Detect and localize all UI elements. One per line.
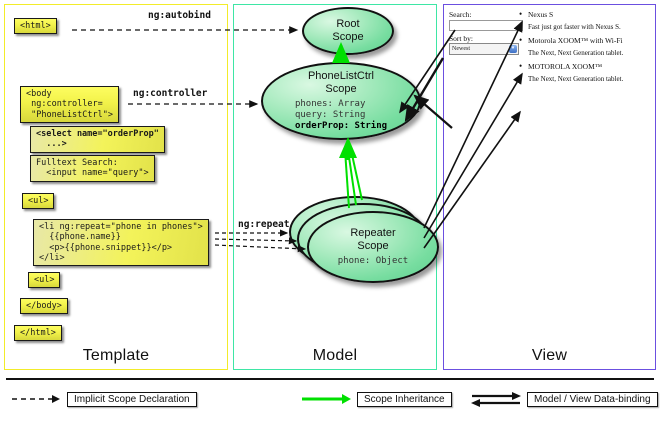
legend-item-inheritance: Scope Inheritance [300, 391, 452, 407]
column-model: Model [233, 4, 437, 370]
phone-snippet: The Next, Next Generation tablet. [528, 49, 624, 57]
template-box-body-close: </body> [20, 298, 68, 315]
phone-list: Nexus S Fast just got faster with Nexus … [519, 9, 651, 88]
scope-member: phone: Object [337, 256, 409, 267]
template-box-ul-close: <ul> [28, 272, 61, 289]
column-template-label: Template [82, 347, 150, 364]
sort-select[interactable]: Newest ▾ [449, 43, 519, 55]
edge-label-repeat: ng:repeat [238, 219, 290, 230]
template-box-body: <body ng:controller= "PhoneListCtrl"> [20, 86, 119, 124]
phone-snippet: Fast just got faster with Nexus S. [528, 23, 621, 31]
list-item: Nexus S Fast just got faster with Nexus … [519, 9, 651, 31]
green-arrow-icon [302, 394, 351, 404]
template-box-html: <html> [14, 18, 57, 35]
scope-member: query: String [294, 110, 366, 121]
list-item: MOTOROLA XOOM™ The Next, Next Generation… [519, 61, 651, 83]
legend-divider [6, 378, 654, 380]
legend-item-implicit: Implicit Scope Declaration [10, 391, 197, 407]
edge-label-autobind: ng:autobind [148, 10, 211, 21]
sort-select-value: Newest [452, 46, 470, 52]
legend: Implicit Scope Declaration Scope Inherit… [0, 378, 660, 421]
column-template: Template [4, 4, 228, 370]
chevron-down-icon: ▾ [509, 45, 517, 53]
phone-name[interactable]: Nexus S [519, 9, 651, 19]
legend-label-inheritance: Scope Inheritance [357, 391, 452, 407]
template-box-ul-open: <ul> [22, 193, 55, 210]
phone-name[interactable]: Motorola XOOM™ with Wi-Fi [519, 35, 651, 45]
edge-label-controller: ng:controller [133, 88, 208, 99]
legend-label-implicit: Implicit Scope Declaration [67, 391, 197, 407]
dashed-arrow-icon [12, 395, 60, 403]
view-app-preview: Search: Sort by: Newest ▾ Nexus S Fast j… [449, 9, 651, 130]
template-box-html-close: </html> [14, 325, 62, 342]
column-view-label: View [531, 347, 568, 364]
search-label: Search: [449, 10, 472, 19]
scope-phonelistctrl-members: phones: Array query: String orderProp: S… [295, 99, 387, 131]
phone-name[interactable]: MOTOROLA XOOM™ [519, 61, 651, 71]
template-box-search: Fulltext Search: <input name="query"> [30, 155, 155, 182]
template-box-select: <select name="orderProp" ...> [30, 126, 165, 153]
scope-member: orderProp: String [294, 121, 388, 132]
scope-repeater-members: phone: Object [338, 256, 408, 267]
template-box-li-repeat: <li ng:repeat="phone in phones"> {{phone… [33, 219, 209, 267]
column-model-label: Model [312, 347, 358, 364]
legend-item-databinding: Model / View Data-binding [470, 391, 658, 407]
double-arrow-icon [471, 392, 521, 407]
legend-label-databinding: Model / View Data-binding [527, 391, 658, 407]
list-item: Motorola XOOM™ with Wi-Fi The Next, Next… [519, 35, 651, 57]
scope-member: phones: Array [294, 99, 366, 110]
phone-snippet: The Next, Next Generation tablet. [528, 75, 624, 83]
search-input[interactable] [449, 20, 523, 31]
